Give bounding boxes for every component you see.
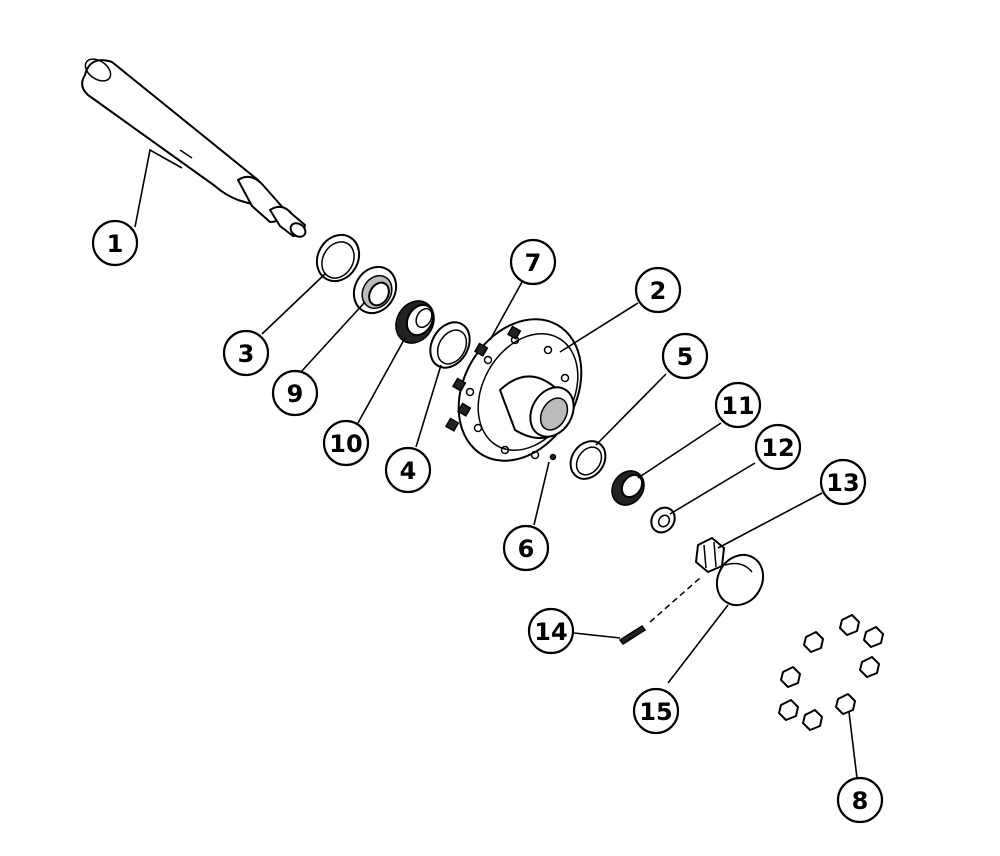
callout-label: 2 [650, 277, 667, 305]
spindle-washer [650, 506, 676, 534]
callout-15: 15 [632, 687, 680, 735]
callout-5: 5 [661, 332, 709, 380]
callout-label: 15 [639, 698, 672, 726]
callout-11: 11 [714, 381, 762, 429]
callout-label: 11 [721, 392, 754, 420]
callout-label: 4 [400, 457, 417, 485]
wheel-hub [445, 318, 583, 462]
grease-fitting [549, 453, 557, 461]
callout-9: 9 [271, 369, 319, 417]
callout-label: 7 [525, 249, 542, 277]
callout-8: 8 [836, 776, 884, 824]
callout-label: 9 [287, 380, 304, 408]
callout-label: 5 [677, 343, 694, 371]
dust-cap [715, 553, 765, 607]
bearing-race-outer [315, 233, 361, 283]
castle-nut [695, 537, 725, 573]
callout-6: 6 [502, 524, 550, 572]
wheel-stud [445, 325, 522, 432]
callout-2: 2 [634, 266, 682, 314]
axle-spindle [81, 58, 307, 238]
outer-bearing-race [569, 440, 607, 480]
callout-7: 7 [509, 238, 557, 286]
callout-label: 8 [852, 787, 869, 815]
callout-label: 12 [761, 434, 794, 462]
callout-1: 1 [91, 219, 139, 267]
callout-label: 10 [329, 430, 362, 458]
callout-10: 10 [322, 419, 370, 467]
callout-label: 1 [107, 230, 124, 258]
callout-14: 14 [527, 607, 575, 655]
callout-13: 13 [819, 458, 867, 506]
grease-seal [352, 265, 398, 315]
bearing-race-inner [429, 321, 471, 369]
callout-label: 3 [238, 340, 255, 368]
callout-label: 14 [534, 618, 567, 646]
cotter-pin [618, 577, 701, 646]
lug-nuts [778, 614, 884, 731]
callout-4: 4 [384, 446, 432, 494]
leader-lines [134, 148, 858, 779]
outer-bearing-cone [611, 470, 645, 506]
callout-3: 3 [222, 329, 270, 377]
callout-label: 13 [826, 469, 859, 497]
callout-12: 12 [754, 423, 802, 471]
callout-label: 6 [518, 535, 535, 563]
